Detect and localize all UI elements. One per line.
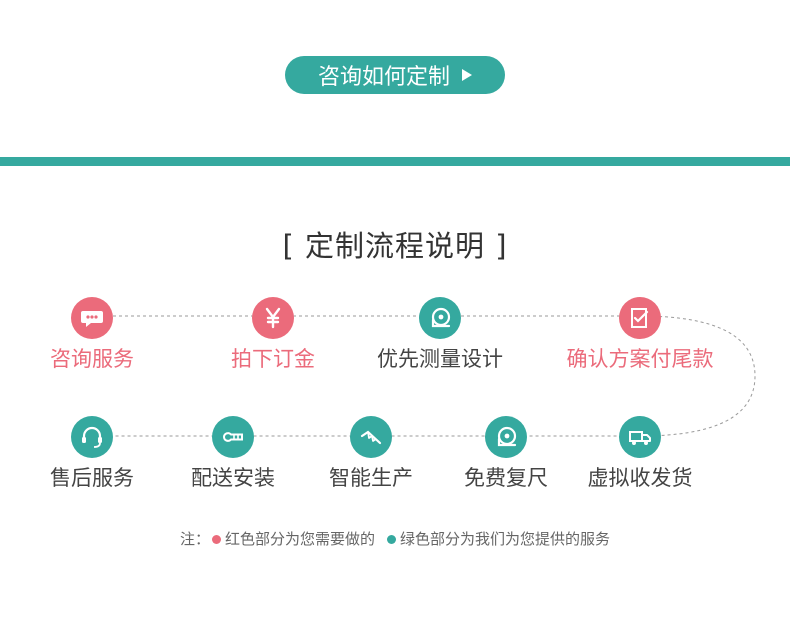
headset-icon [71, 416, 113, 458]
legend-note: 注： 红色部分为您需要做的 绿色部分为我们为您提供的服务 [0, 528, 790, 549]
tape-measure-icon [485, 416, 527, 458]
step-pay-deposit: 拍下订金 [193, 297, 353, 373]
chat-bubble-icon [71, 297, 113, 339]
note-green-part: 绿色部分为我们为您提供的服务 [400, 530, 611, 548]
saw-icon [350, 416, 392, 458]
section-divider-band [0, 157, 790, 166]
step-label: 优先测量设计 [377, 347, 503, 371]
tape-measure-icon [419, 297, 461, 339]
section-title: [ 定制流程说明 ] [282, 229, 508, 263]
checklist-icon [619, 297, 661, 339]
step-label: 售后服务 [50, 466, 134, 490]
step-free-remeasure: 免费复尺 [426, 416, 586, 492]
step-label: 智能生产 [329, 466, 413, 490]
step-label: 确认方案付尾款 [566, 347, 714, 371]
truck-icon [619, 416, 661, 458]
wrench-icon [212, 416, 254, 458]
step-measure-design: 优先测量设计 [360, 297, 520, 373]
step-consult-service: 咨询服务 [12, 297, 172, 373]
step-confirm-final-payment: 确认方案付尾款 [560, 297, 720, 373]
step-label: 咨询服务 [50, 347, 134, 371]
step-smart-production: 智能生产 [291, 416, 451, 492]
note-prefix: 注： [179, 530, 210, 548]
note-red-part: 红色部分为您需要做的 [224, 530, 375, 548]
step-label: 拍下订金 [231, 347, 315, 371]
step-label: 免费复尺 [464, 466, 548, 490]
consult-customize-button[interactable]: 咨询如何定制 [285, 56, 505, 94]
yen-icon [252, 297, 294, 339]
step-virtual-shipping: 虚拟收发货 [560, 416, 720, 492]
red-dot-icon [211, 535, 221, 544]
step-label: 虚拟收发货 [587, 466, 693, 490]
step-after-sales: 售后服务 [12, 416, 172, 492]
green-dot-icon [387, 535, 396, 544]
play-icon [462, 69, 472, 81]
step-delivery-install: 配送安装 [153, 416, 313, 492]
consult-button-label: 咨询如何定制 [317, 65, 450, 90]
step-label: 配送安装 [191, 466, 275, 490]
